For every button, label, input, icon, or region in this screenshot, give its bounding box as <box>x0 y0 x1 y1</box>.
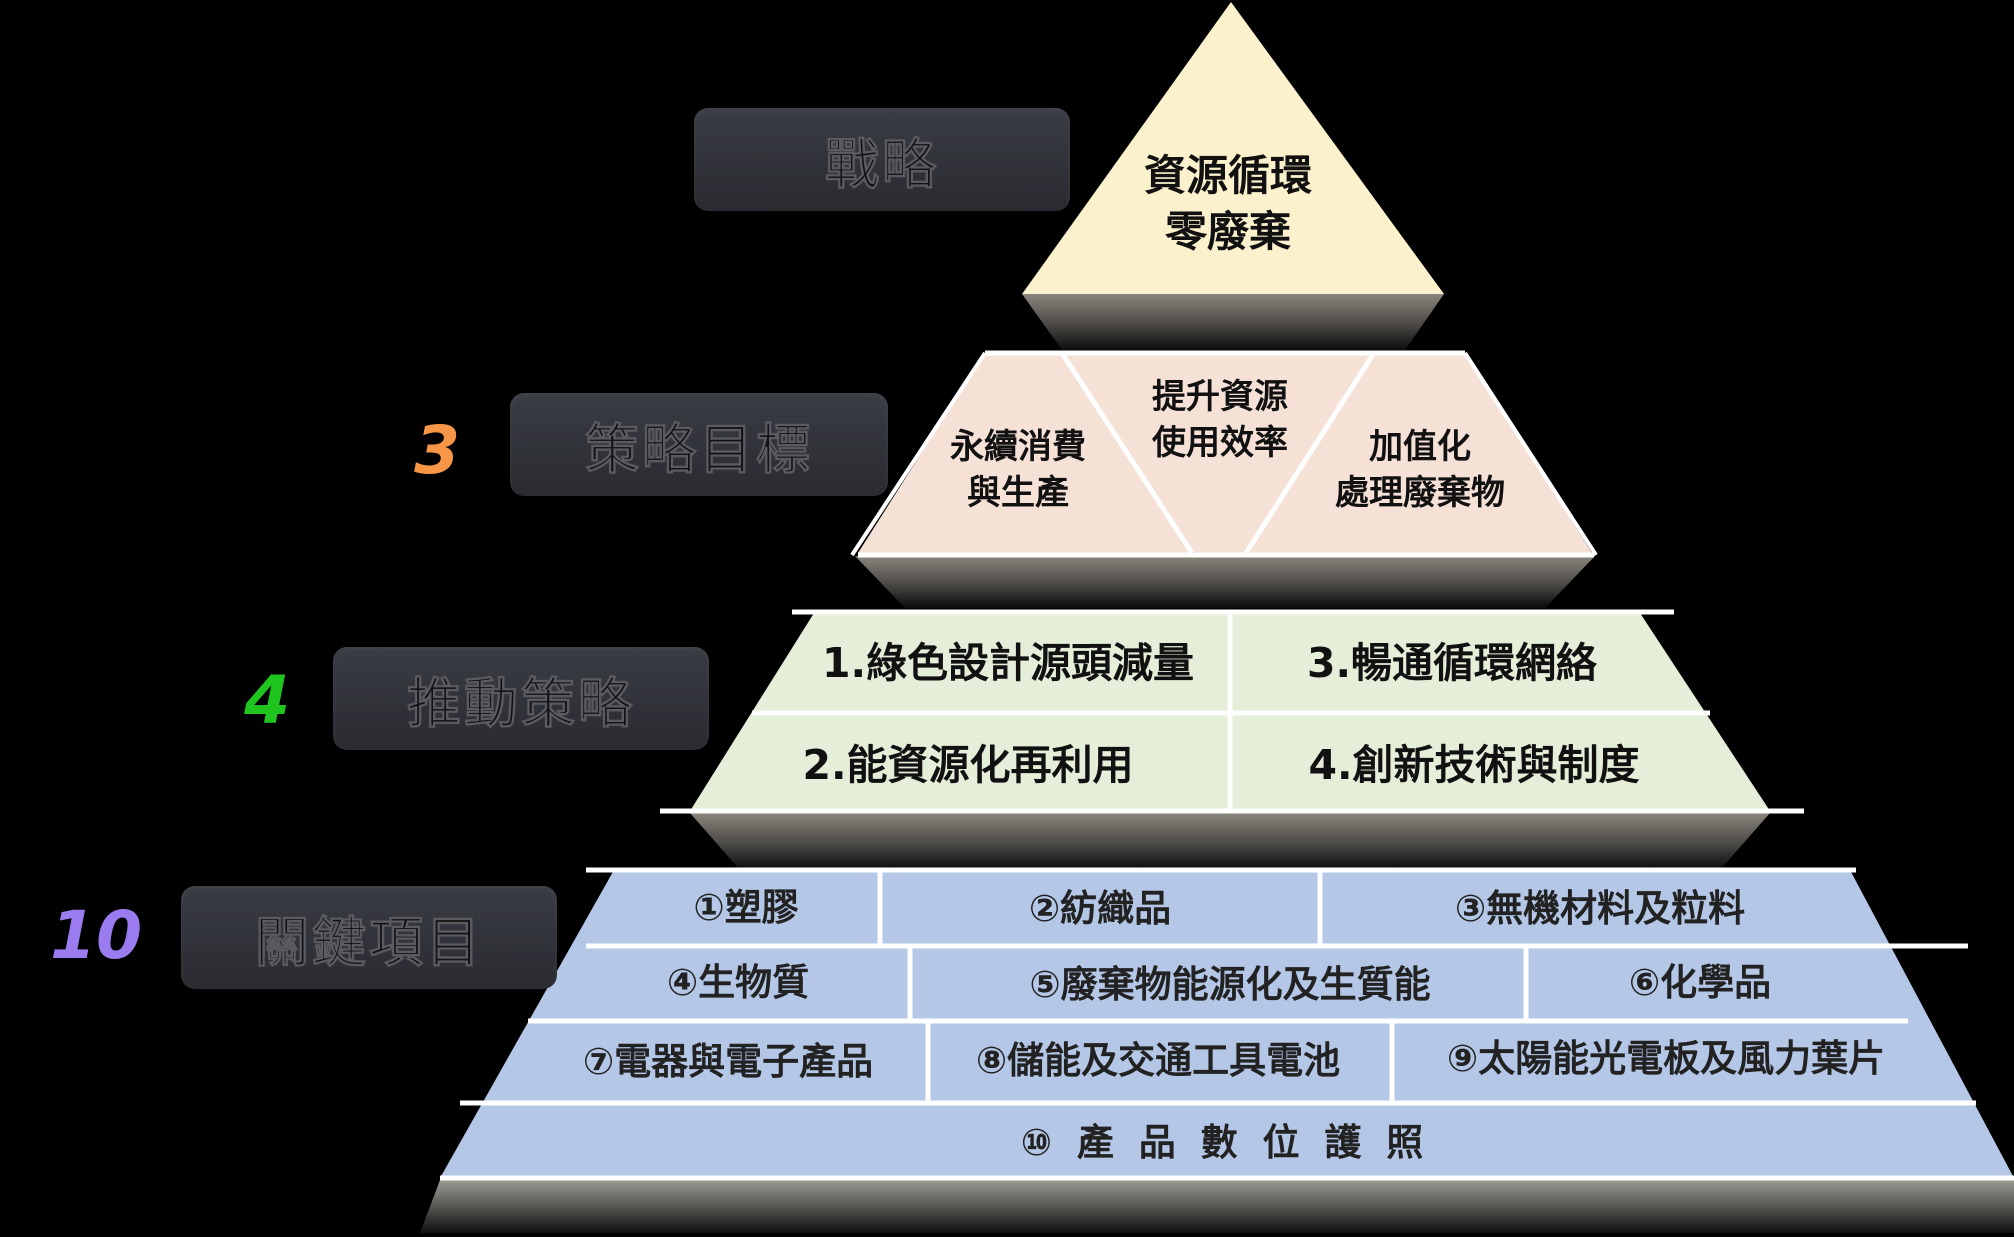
label-strategy-text: 戰略 <box>825 133 939 197</box>
item-10: ⑩ 產 品 數 位 護 照 <box>1021 1121 1430 1164</box>
strategy-1: 1.綠色設計源頭減量 <box>822 639 1194 687</box>
count-goals: 3 <box>380 405 460 495</box>
goal-3-line2: 處理廢棄物 <box>1335 473 1505 513</box>
apex-side <box>1022 294 1444 350</box>
item-9: ⑨太陽能光電板及風力葉片 <box>1447 1037 1885 1080</box>
label-key-items: 關鍵項目 <box>181 886 557 989</box>
goal-2-line2: 使用效率 <box>1151 423 1288 463</box>
item-6: ⑥化學品 <box>1629 961 1771 1004</box>
apex-text-line1: 資源循環 <box>1144 151 1312 200</box>
count-key-items: 10 <box>30 890 142 980</box>
goal-1-line2: 與生產 <box>967 473 1069 513</box>
item-7: ⑦電器與電子產品 <box>583 1040 873 1083</box>
apex-text-line2: 零廢棄 <box>1165 207 1291 256</box>
count-promotion-text: 4 <box>244 661 290 739</box>
label-strategy: 戰略 <box>694 108 1070 211</box>
count-promotion: 4 <box>210 655 290 745</box>
goals-side <box>855 556 1595 608</box>
goal-3-line1: 加值化 <box>1369 427 1471 467</box>
label-promotion-text: 推動策略 <box>407 672 635 736</box>
goal-middle-shape <box>1064 353 1374 553</box>
strategies-grid <box>660 609 1804 814</box>
strategy-3: 3.暢通循環網絡 <box>1307 639 1598 687</box>
count-goals-text: 3 <box>414 411 460 489</box>
goal-right-shape <box>1248 353 1592 553</box>
item-8: ⑧儲能及交通工具電池 <box>976 1039 1340 1082</box>
item-1: ①塑膠 <box>693 886 798 929</box>
item-4: ④生物質 <box>667 961 809 1004</box>
goal-left-shape <box>858 353 1192 553</box>
strategies-side <box>690 813 1770 870</box>
label-key-items-text: 關鍵項目 <box>255 911 483 975</box>
goals-outline <box>858 350 1594 558</box>
item-2: ②紡織品 <box>1029 887 1171 930</box>
items-grid <box>440 867 2014 1181</box>
strategy-2: 2.能資源化再利用 <box>802 741 1133 789</box>
label-goals-text: 策略目標 <box>585 418 813 482</box>
apex-triangle <box>1022 2 1444 294</box>
count-key-items-text: 10 <box>50 896 142 974</box>
label-promotion: 推動策略 <box>333 647 709 750</box>
label-goals: 策略目標 <box>510 393 888 496</box>
strategy-4: 4.創新技術與制度 <box>1308 741 1639 789</box>
goal-2-line1: 提升資源 <box>1152 377 1288 417</box>
goal-1-line1: 永續消費 <box>950 427 1086 467</box>
items-side <box>420 1180 2014 1233</box>
item-3: ③無機材料及粒料 <box>1455 887 1745 930</box>
item-5: ⑤廢棄物能源化及生質能 <box>1029 963 1430 1006</box>
